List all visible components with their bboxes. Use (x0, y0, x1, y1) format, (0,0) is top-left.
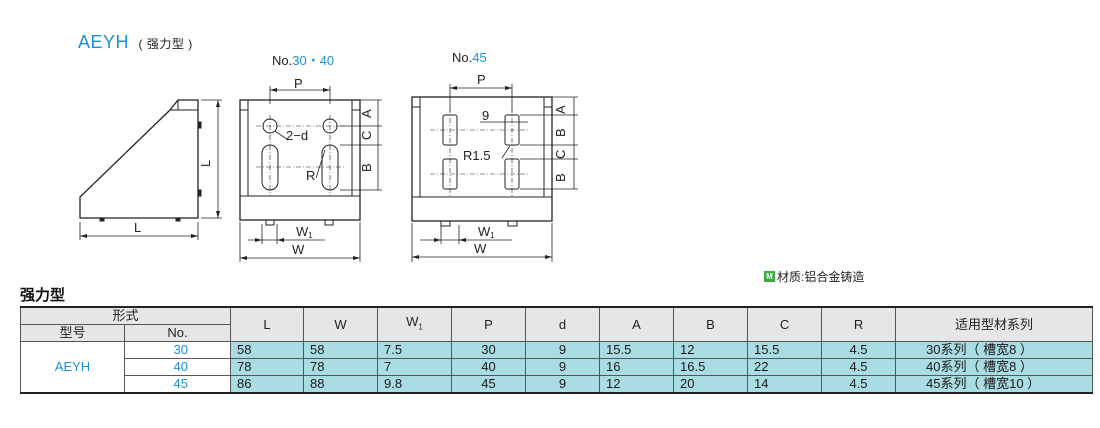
header-d: d (525, 306, 601, 342)
f1-dim-r: R (306, 168, 315, 183)
table-row: 45 86 88 9.8 45 9 12 20 14 4.5 45系列（ 槽宽1… (21, 375, 1094, 394)
header-no: No. (123, 324, 232, 342)
f1-dim-a: A (359, 109, 374, 118)
material-icon: M (764, 271, 775, 282)
f1-dim-2d: 2−d (286, 128, 308, 143)
model-code: AEYH (78, 32, 130, 52)
table-header-row-2: 型号 No. (20, 324, 1093, 342)
technical-drawing: L L (79, 72, 578, 262)
f2-dim-p: P (477, 72, 486, 87)
f1-dim-c: C (359, 131, 374, 140)
header-a: A (599, 306, 675, 342)
f1-dim-p: P (294, 76, 303, 91)
f2-dim-w1: W1 (478, 224, 495, 240)
header-p: P (451, 306, 527, 342)
side-dim-l-bottom: L (134, 220, 141, 235)
header-w1: W1 (377, 306, 453, 342)
table-row: 40 78 78 7 40 9 16 16.5 22 4.5 40系列（ 槽宽8… (21, 358, 1094, 376)
table-header-row-1: 形式 L W W1 P d A B C R 适用型材系列 (19, 306, 1094, 342)
spec-table: 形式 L W W1 P d A B C R 适用型材系列 型号 No. AEYH… (19, 306, 1094, 394)
front-view-45 (411, 84, 578, 262)
table-row: AEYH 30 58 58 7.5 30 9 15.5 12 15.5 4.5 … (20, 341, 1094, 394)
material-note: M 材质:铝合金铸造 (764, 268, 864, 285)
header-w: W (303, 306, 379, 342)
header-model: 型号 (20, 324, 125, 342)
f2-dim-w: W (474, 241, 487, 256)
model-subtitle: ( 强力型 ) (138, 37, 193, 51)
f2-dim-9: 9 (482, 108, 489, 123)
f1-dim-w1: W1 (296, 224, 313, 240)
f1-dim-w: W (292, 242, 305, 257)
figure-label-30-40: No.30・40 (272, 53, 335, 68)
f2-dim-r: R1.5 (463, 148, 490, 163)
header-series: 适用型材系列 (895, 306, 1094, 342)
header-c: C (747, 306, 823, 342)
header-b: B (673, 306, 749, 342)
side-view (79, 99, 222, 240)
front-view-30-40 (239, 86, 382, 262)
f2-dim-a: A (553, 105, 568, 114)
f2-dim-c: C (553, 150, 568, 159)
side-dim-l-right: L (198, 160, 213, 167)
figure-label-45: No.45 (452, 50, 487, 65)
f2-dim-b1: B (553, 128, 568, 137)
header-l: L (230, 306, 305, 342)
material-text: 材质:铝合金铸造 (777, 270, 865, 284)
model-title: AEYH ( 强力型 ) (78, 32, 193, 53)
section-title: 强力型 (20, 287, 66, 304)
cell-model: AEYH (20, 341, 125, 394)
f2-dim-b2: B (553, 173, 568, 182)
f1-dim-b: B (359, 163, 374, 172)
header-group: 形式 (19, 306, 232, 325)
header-r: R (821, 306, 897, 342)
